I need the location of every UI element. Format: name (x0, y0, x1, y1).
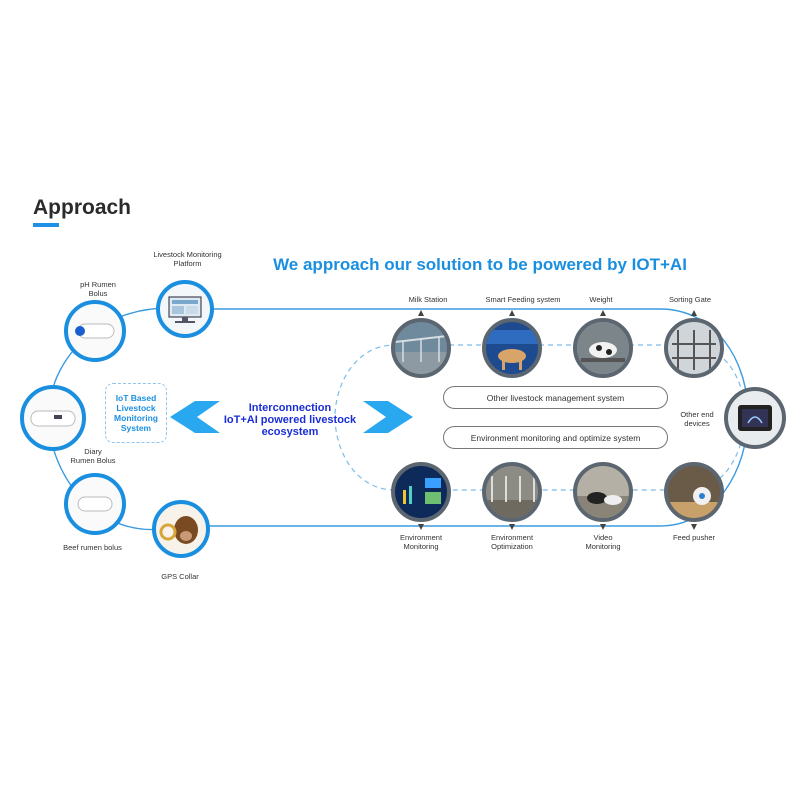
sorting-gate-node[interactable] (664, 318, 724, 378)
smart-feeding-label: Smart Feeding system (485, 295, 561, 304)
marker-icon (691, 310, 697, 316)
marker-icon (418, 524, 424, 530)
feed-pusher-icon (668, 487, 720, 518)
bolus-icon (75, 323, 115, 339)
gps-collar-label: GPS Collar (161, 572, 199, 581)
bolus-icon (77, 496, 113, 512)
gate-icon (672, 330, 716, 370)
right-arrow-icon (363, 401, 413, 433)
marker-icon (691, 524, 697, 530)
left-arrow-icon (170, 401, 220, 433)
cow-scale-icon (577, 322, 629, 374)
beef-bolus-label: Beef rumen bolus (63, 543, 122, 552)
marker-icon (509, 524, 515, 530)
marker-icon (418, 310, 424, 316)
environment-optimization-node[interactable] (482, 462, 542, 522)
sorting-gate-label: Sorting Gate (668, 295, 712, 304)
diary-bolus-node[interactable] (20, 385, 86, 451)
monitor-icon (168, 296, 202, 323)
smart-feeding-node[interactable] (482, 318, 542, 378)
other-devices-node[interactable] (724, 387, 786, 449)
feed-pusher-label: Feed pusher (672, 533, 716, 542)
environment-system-pill[interactable]: Environment monitoring and optimize syst… (443, 426, 668, 449)
environment-monitoring-node[interactable] (391, 462, 451, 522)
ph-bolus-node[interactable] (64, 300, 126, 362)
platform-node[interactable] (156, 280, 214, 338)
bolus-icon (30, 410, 76, 427)
cow-icon (486, 330, 538, 370)
headline: We approach our solution to be powered b… (273, 255, 687, 274)
ultrasound-device-icon (738, 405, 772, 431)
cow-collar-icon (159, 516, 198, 544)
marker-icon (509, 310, 515, 316)
weight-node[interactable] (573, 318, 633, 378)
milk-station-node[interactable] (391, 318, 451, 378)
weight-label: Weight (589, 295, 613, 304)
dashboard-icon (403, 478, 441, 504)
other-management-pill[interactable]: Other livestock management system (443, 386, 668, 409)
heading-underline (33, 223, 59, 227)
marker-icon (600, 524, 606, 530)
feed-pusher-node[interactable] (664, 462, 724, 522)
video-monitoring-node[interactable] (573, 462, 633, 522)
milk-station-label: Milk Station (408, 295, 448, 304)
section-heading: Approach (33, 196, 132, 219)
beef-bolus-node[interactable] (64, 473, 126, 535)
barn-interior-icon (486, 476, 538, 518)
barn-video-icon (577, 492, 629, 518)
gps-collar-node[interactable] (152, 500, 210, 558)
milk-station-icon (395, 335, 447, 374)
marker-icon (600, 310, 606, 316)
